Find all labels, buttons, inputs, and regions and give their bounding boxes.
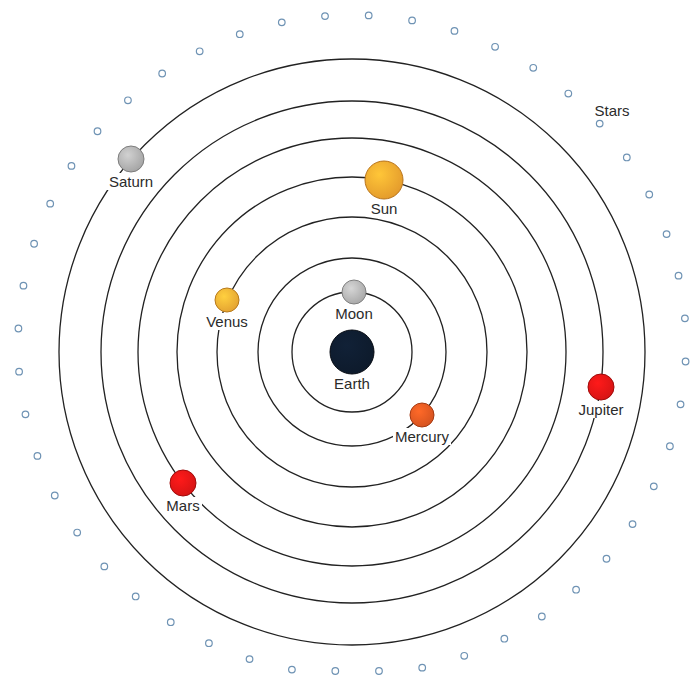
star-dot <box>246 656 253 663</box>
star-dot <box>501 635 508 642</box>
body-circle <box>364 160 404 200</box>
star-dot <box>236 31 243 38</box>
star-dot <box>492 44 499 51</box>
celestial-body: Mars <box>163 469 203 515</box>
star-dot <box>206 640 213 647</box>
star-dot <box>74 529 81 536</box>
star-dot <box>565 90 572 97</box>
region-label: Stars <box>592 102 631 119</box>
star-dot <box>278 19 285 26</box>
body-label: Moon <box>333 305 375 322</box>
star-dot <box>51 492 58 499</box>
body-circle <box>409 402 435 428</box>
star-dot <box>125 97 132 104</box>
body-label: Saturn <box>107 173 155 190</box>
star-dot <box>196 48 203 55</box>
body-label: Mars <box>164 497 201 514</box>
celestial-body: Saturn <box>106 145 157 191</box>
star-dot <box>419 664 426 671</box>
body-disc <box>330 330 374 374</box>
star-dot <box>682 315 689 322</box>
star-dot <box>376 668 383 675</box>
body-label: Earth <box>332 375 372 392</box>
body-disc <box>588 374 614 400</box>
body-circle <box>169 469 197 497</box>
star-dot <box>461 653 468 660</box>
star-dot <box>365 12 372 19</box>
orbit-ring <box>138 138 566 566</box>
star-dot <box>68 163 75 170</box>
star-dot <box>322 13 329 20</box>
orbit-ring <box>258 258 446 446</box>
star-dot <box>94 128 101 135</box>
star-dot <box>34 453 41 460</box>
body-circle <box>329 329 375 375</box>
star-dot <box>101 563 108 570</box>
orbit-ring <box>59 59 645 645</box>
star-dot <box>530 65 537 72</box>
body-circle <box>587 373 615 401</box>
star-dot <box>16 368 23 375</box>
celestial-body: Mercury <box>392 402 453 446</box>
star-dot <box>646 191 653 198</box>
body-disc <box>118 146 144 172</box>
star-dot <box>20 282 27 289</box>
body-disc <box>342 280 366 304</box>
orbit-ring <box>101 101 603 603</box>
star-dot <box>451 28 458 35</box>
star-dot <box>31 240 38 247</box>
body-disc <box>410 403 434 427</box>
body-circle <box>117 145 145 173</box>
orbit-ring <box>177 177 527 527</box>
body-label: Venus <box>204 313 250 330</box>
star-dot <box>603 555 610 562</box>
celestial-body: Venus <box>203 287 251 331</box>
star-dot <box>159 70 166 77</box>
star-dot <box>675 272 682 279</box>
body-label: Jupiter <box>576 401 625 418</box>
body-label: Mercury <box>393 428 451 445</box>
orbit-ring <box>292 292 412 412</box>
star-dot <box>167 619 174 626</box>
star-dot <box>289 666 296 673</box>
star-dot <box>682 358 689 365</box>
body-disc <box>170 470 196 496</box>
star-dot <box>539 613 546 620</box>
body-circle <box>341 279 367 305</box>
body-disc <box>215 288 239 312</box>
celestial-body: Sun <box>363 160 405 218</box>
star-dot <box>132 593 139 600</box>
star-ring <box>15 12 689 674</box>
star-dot <box>667 443 674 450</box>
star-dot <box>677 401 684 408</box>
body-circle <box>214 287 240 313</box>
star-dot <box>15 325 22 332</box>
star-dot <box>651 483 658 490</box>
star-dot <box>409 17 416 24</box>
celestial-body: Jupiter <box>575 373 627 419</box>
orbit-ring <box>217 217 487 487</box>
star-dot <box>629 521 636 528</box>
orbits <box>59 59 645 645</box>
star-dot <box>624 154 631 161</box>
star-dot <box>332 668 339 675</box>
body-label: Sun <box>369 200 400 217</box>
body-disc <box>365 161 403 199</box>
star-dot <box>596 120 603 127</box>
star-dot <box>663 231 670 238</box>
celestial-body: Moon <box>332 279 376 323</box>
star-dot <box>573 586 580 593</box>
star-dot <box>22 411 29 418</box>
star-dot <box>47 200 54 207</box>
celestial-body: Earth <box>328 329 376 393</box>
